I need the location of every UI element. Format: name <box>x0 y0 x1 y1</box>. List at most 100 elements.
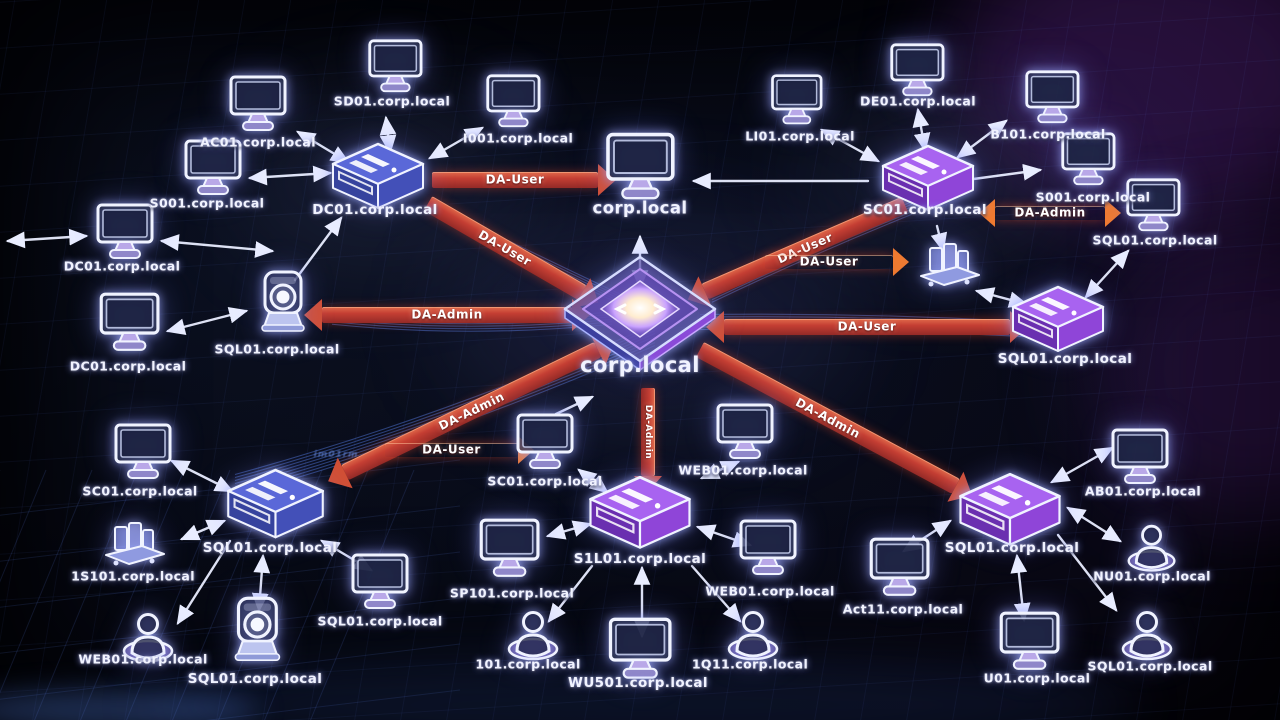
connection-arrow <box>819 128 881 163</box>
node-corp-monitor[interactable] <box>602 131 679 201</box>
node-sc01-ws-bc[interactable] <box>513 412 577 470</box>
monitor-icon <box>485 74 541 128</box>
attack-edge-label: DA-User <box>422 442 481 457</box>
monitor-icon <box>1125 178 1181 232</box>
node-label-sql01-hub-right: SQL01.corp.local <box>997 351 1133 367</box>
node-is101-printer[interactable] <box>102 519 168 571</box>
node-label-web01-ws-right: WEB01.corp.local <box>705 583 835 599</box>
node-s1l01-hub[interactable] <box>585 475 695 552</box>
monitor-icon <box>1024 70 1080 124</box>
node-u01-ws[interactable] <box>996 610 1063 671</box>
node-printer-tr[interactable] <box>917 240 983 292</box>
node-i001-ws[interactable] <box>483 73 544 128</box>
node-sql01-hub-right[interactable] <box>1008 285 1108 355</box>
node-sc01-hub[interactable] <box>878 144 978 214</box>
node-sql01-hub-br[interactable] <box>955 472 1065 549</box>
connection-arrow <box>159 234 275 258</box>
attack-edge-da-user: DA-User <box>765 248 909 276</box>
node-q11-user[interactable] <box>724 607 782 661</box>
user-icon <box>727 611 779 661</box>
node-web01-user-bl[interactable] <box>119 609 177 663</box>
attack-edge-da-admin: DA-Admin <box>979 199 1121 227</box>
attack-edge-label: DA-User <box>485 172 545 187</box>
monitor-icon <box>1000 611 1060 670</box>
connection-arrow <box>176 539 232 626</box>
connection-arrow <box>379 115 397 155</box>
monitor-icon <box>1111 428 1169 484</box>
node-act11-ws[interactable] <box>866 536 933 597</box>
monitor-icon <box>367 39 423 93</box>
node-sp101-ws[interactable] <box>476 517 543 578</box>
monitor-icon <box>229 75 287 131</box>
node-u101-user[interactable] <box>504 607 562 661</box>
connection-arrow <box>554 395 595 416</box>
connection-arrow <box>1056 533 1118 612</box>
server-purple-icon <box>1011 285 1105 352</box>
monitor-icon <box>739 519 797 575</box>
node-s001-ws-right[interactable] <box>1058 131 1119 186</box>
connection-arrow <box>690 564 742 623</box>
node-li01-ws[interactable] <box>768 73 826 125</box>
monitor-icon <box>184 139 242 195</box>
server-purple-icon <box>881 144 975 211</box>
node-label-u01-ws: U01.corp.local <box>983 670 1091 686</box>
node-corp-hub[interactable] <box>555 249 725 375</box>
node-web01-ws-top[interactable] <box>713 402 777 460</box>
connection-arrow <box>293 216 343 282</box>
node-sql01-hub-bl[interactable] <box>223 468 328 542</box>
monitor-icon <box>605 132 675 200</box>
monitor-icon <box>870 537 930 596</box>
node-label-b101-ws: B101.corp.local <box>990 126 1106 142</box>
attack-edge-da-user: DA-User <box>706 311 1028 343</box>
node-label-sc01-ws-bl: SC01.corp.local <box>82 483 198 499</box>
node-label-s1l01-hub: S1L01.corp.local <box>573 551 707 567</box>
monitor-icon <box>516 413 574 469</box>
node-sd01-ws[interactable] <box>365 38 426 93</box>
server-purple-icon <box>589 475 691 549</box>
node-dc01-ws-a[interactable] <box>93 202 157 260</box>
node-wu501-ws[interactable] <box>605 616 675 680</box>
connection-arrow <box>1010 553 1031 623</box>
node-label-de01-ws: DE01.corp.local <box>860 93 976 109</box>
node-sql01-cam-bl[interactable] <box>228 593 287 662</box>
node-label-corp-hub: corp.local <box>580 353 700 377</box>
node-web01-ws-right[interactable] <box>736 518 800 576</box>
connection-arrow <box>165 307 249 335</box>
node-s001-ws-left[interactable] <box>181 138 245 196</box>
node-label-sc01-hub: SC01.corp.local <box>863 202 987 218</box>
user-icon <box>507 611 559 661</box>
connection-arrow <box>964 163 1043 182</box>
attack-edge-da-admin: DA-Admin <box>634 388 662 492</box>
connection-arrow <box>1049 446 1115 484</box>
node-label-sd01-ws: SD01.corp.local <box>333 93 451 109</box>
node-ab01-ws[interactable] <box>1108 427 1172 485</box>
node-sql01-cam-left[interactable] <box>255 267 311 333</box>
node-b101-ws[interactable] <box>1022 69 1083 124</box>
node-dc01-ws-b[interactable] <box>96 291 163 352</box>
node-de01-ws[interactable] <box>887 42 948 97</box>
node-dc01-hub[interactable] <box>328 142 428 212</box>
connection-arrow <box>5 228 89 249</box>
node-sc01-ws-bl[interactable] <box>111 422 175 480</box>
node-nu01-user[interactable] <box>1124 521 1179 572</box>
node-label-s001-ws-right: S001.corp.local <box>1035 189 1151 205</box>
user-icon <box>122 613 174 663</box>
node-label-u101-user: 101.corp.local <box>475 656 581 672</box>
arrowhead <box>893 248 909 276</box>
arrowhead <box>1105 199 1121 227</box>
node-label-li01-ws: LI01.corp.local <box>745 128 855 144</box>
node-label-dc01-hub: DC01.corp.local <box>312 202 438 218</box>
node-sql01-user-br[interactable] <box>1118 607 1176 661</box>
node-label-web01-ws-top: WEB01.corp.local <box>678 462 808 478</box>
node-sql01-ws-bl[interactable] <box>348 552 412 610</box>
node-label-sql01-hub-br: SQL01.corp.local <box>944 540 1080 556</box>
camera-icon <box>261 270 305 332</box>
monitor-icon <box>1060 132 1116 186</box>
node-sql01-ws-tr[interactable] <box>1123 177 1184 232</box>
node-ac01-ws[interactable] <box>226 74 290 132</box>
connection-arrow <box>930 224 948 253</box>
monitor-icon <box>96 203 154 259</box>
connection-arrow <box>1065 506 1123 543</box>
